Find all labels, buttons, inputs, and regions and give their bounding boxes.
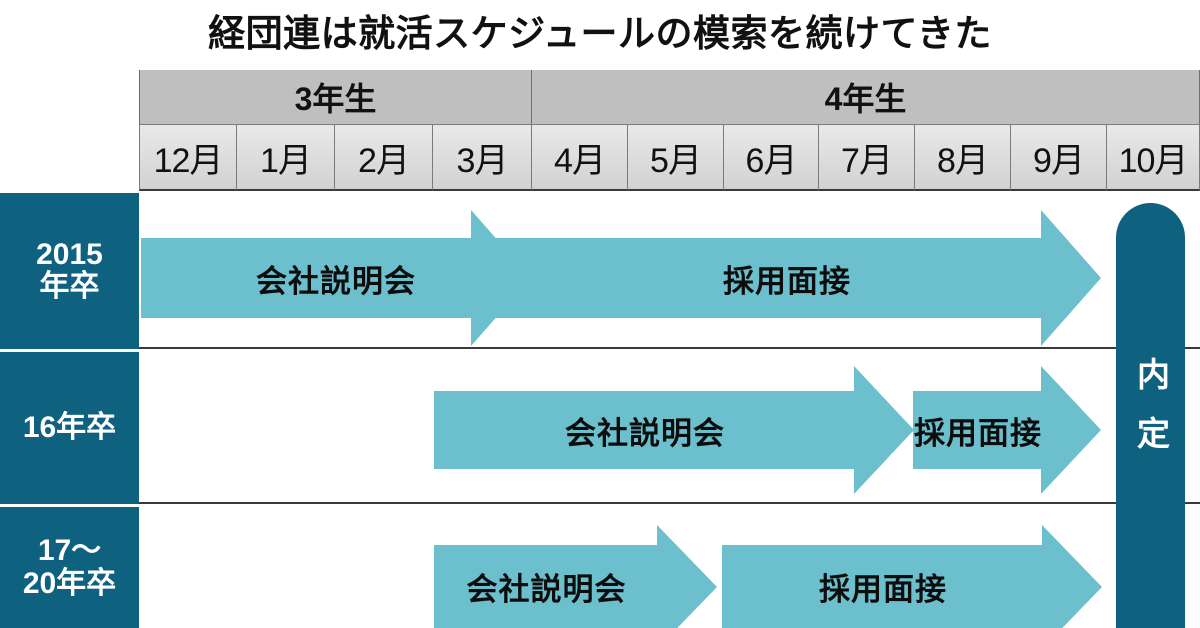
bar-label: 採用面接 — [723, 263, 851, 299]
group-header-label: 4年生 — [824, 81, 907, 117]
month-header-5: 5月 — [628, 124, 724, 191]
bar-16-kaisha-setsumeikai[interactable]: 会社説明会 — [434, 366, 914, 494]
month-header-label: 2月 — [358, 141, 410, 180]
month-header-label: 4月 — [554, 141, 606, 180]
month-header-2: 2月 — [335, 124, 433, 191]
arrow-head-icon — [471, 210, 531, 346]
month-header-4: 4月 — [532, 124, 628, 191]
group-header-label: 3年生 — [294, 81, 377, 117]
month-header-label: 3月 — [456, 141, 509, 180]
bar-17-20-saiyo-mensetsu[interactable]: 採用面接 — [722, 524, 1102, 628]
month-header-label: 6月 — [745, 141, 798, 180]
chart-title: 経団連は就活スケジュールの模索を続けてきた — [208, 13, 992, 54]
month-header-8: 8月 — [915, 124, 1011, 191]
row-label-16: 16年卒 — [0, 352, 139, 504]
month-header-label: 10月 — [1118, 141, 1189, 180]
month-header-label: 7月 — [841, 141, 893, 180]
month-header-label: 5月 — [650, 141, 702, 180]
bar-16-saiyo-mensetsu[interactable]: 採用面接 — [913, 366, 1101, 494]
bar-label: 採用面接 — [819, 572, 947, 607]
row-label-text: 16年卒 — [22, 410, 117, 444]
bar-label: 会社説明会 — [565, 415, 725, 451]
month-header-label: 12月 — [153, 141, 224, 180]
arrow-head-icon — [854, 366, 914, 494]
row-label-2015: 2015 年卒 — [0, 193, 139, 349]
month-header-1: 1月 — [237, 124, 335, 191]
month-header-label: 8月 — [937, 141, 989, 180]
bar-2015-kaisha-setsumeikai[interactable]: 会社説明会 — [141, 210, 531, 346]
milestone-naitei-capsule[interactable]: 内定 — [1116, 203, 1185, 628]
bar-2015-saiyo-mensetsu[interactable]: 採用面接 — [531, 210, 1101, 346]
bar-label: 会社説明会 — [256, 263, 416, 299]
month-header-6: 6月 — [724, 124, 819, 191]
month-header-12: 12月 — [139, 124, 237, 191]
milestone-label: 内定 — [1132, 356, 1170, 475]
arrow-head-icon — [1042, 524, 1102, 628]
arrow-head-icon — [1041, 366, 1101, 494]
month-header-7: 7月 — [819, 124, 915, 191]
row-label-17-20: 17〜 20年卒 — [0, 507, 139, 628]
month-header-9: 9月 — [1011, 124, 1107, 191]
row-label-text: 2015 年卒 — [36, 237, 103, 303]
bar-label: 採用面接 — [914, 415, 1042, 451]
month-header-3: 3月 — [433, 124, 532, 191]
group-header-4th-year: 4年生 — [532, 70, 1200, 124]
month-header-label: 1月 — [260, 141, 312, 180]
month-header-10: 10月 — [1107, 124, 1200, 191]
month-header-label: 9月 — [1033, 141, 1085, 180]
group-header-3rd-year: 3年生 — [139, 70, 532, 124]
arrow-head-icon — [657, 524, 717, 628]
arrow-head-icon — [1041, 210, 1101, 346]
row-label-text: 17〜 20年卒 — [22, 534, 117, 600]
bar-label: 会社説明会 — [466, 572, 627, 607]
bar-17-20-kaisha-setsumeikai[interactable]: 会社説明会 — [434, 524, 717, 628]
